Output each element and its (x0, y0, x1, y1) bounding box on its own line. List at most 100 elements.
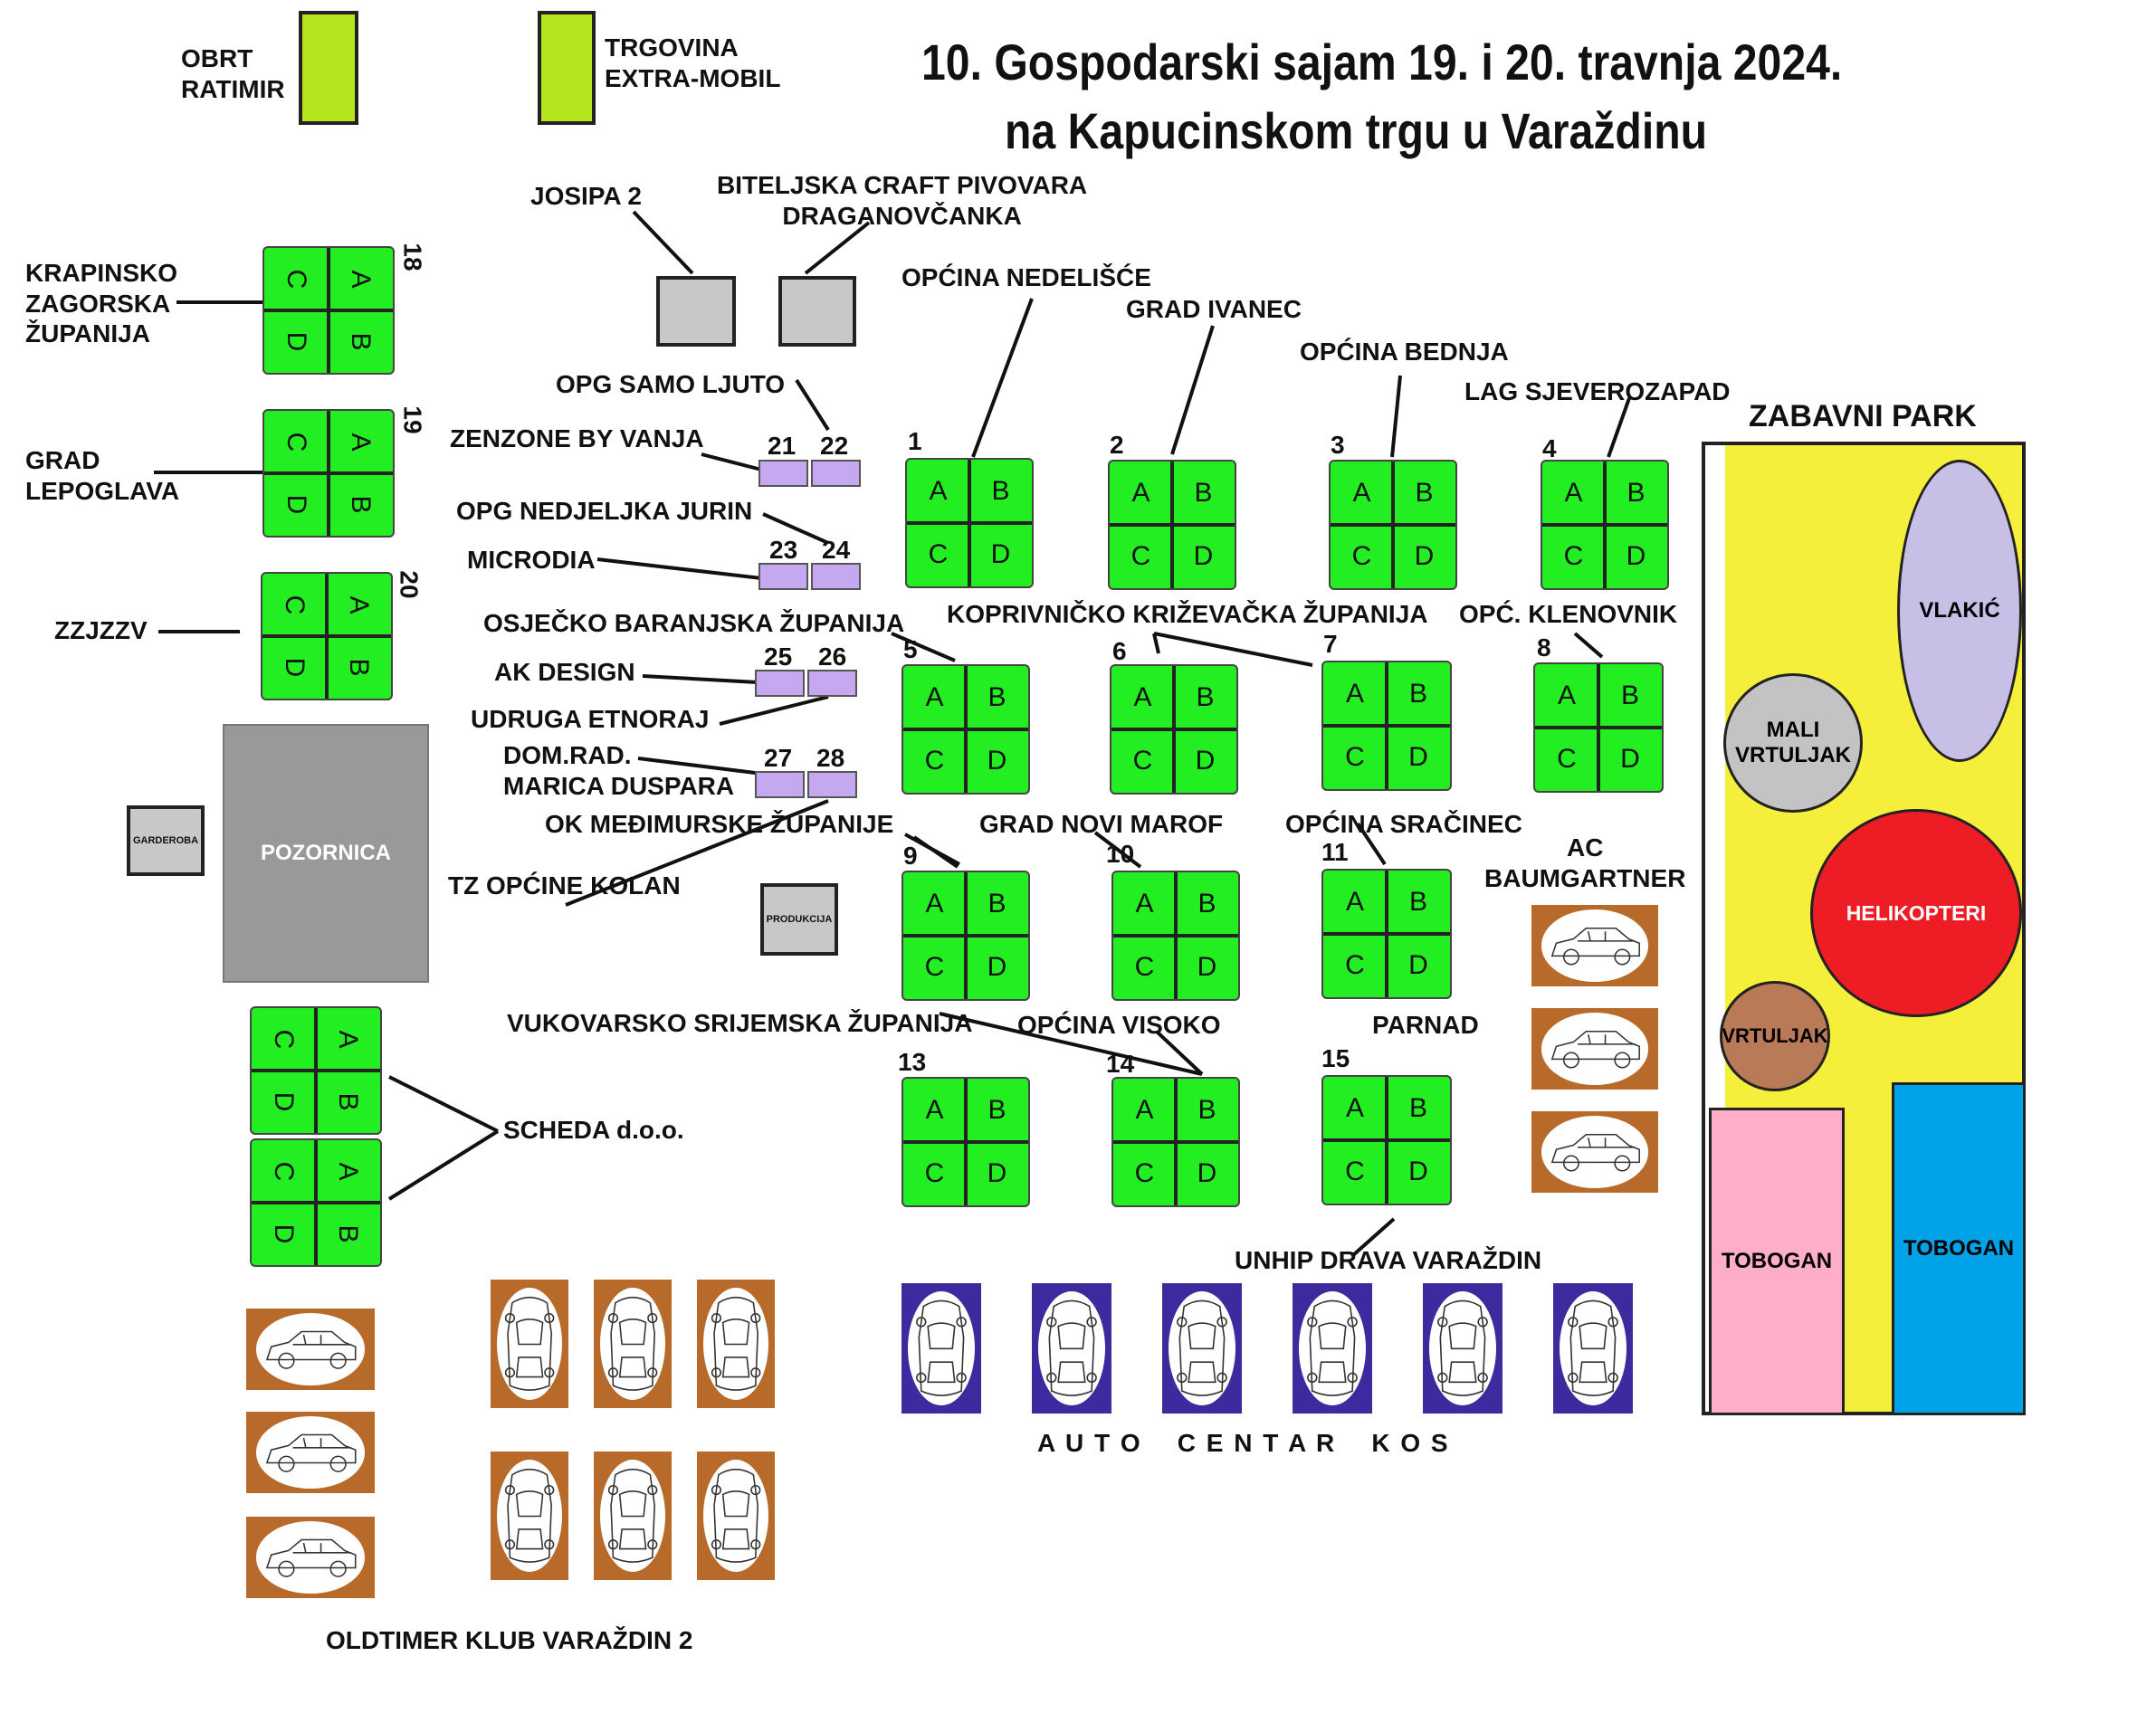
stand-1-number: 1 (908, 427, 922, 455)
label-josipa: JOSIPA 2 (530, 182, 642, 210)
stand-7-number: 7 (1323, 630, 1338, 658)
label-ivanec: GRAD IVANEC (1126, 295, 1302, 323)
small-stand-21[interactable] (758, 460, 808, 487)
mali-vrtuljak: MALI VRTULJAK (1723, 673, 1863, 813)
small-stand-28[interactable] (807, 771, 857, 798)
label-duspara: DOM.RAD. MARICA DUSPARA (503, 741, 735, 800)
label-lag: LAG SJEVEROZAPAD (1464, 377, 1731, 405)
small-stand-22[interactable] (811, 460, 861, 487)
car-oldtimer-4 (491, 1452, 568, 1580)
booth-obrt-ratimir-label: OBRT RATIMIR (181, 44, 285, 103)
stand-5-number: 5 (903, 635, 918, 663)
stand-4-number: 4 (1542, 434, 1557, 462)
car-oldtimer-5 (594, 1452, 672, 1580)
vlakic: VLAKIĆ (1897, 460, 2022, 762)
car-oldtimer-side-1 (246, 1309, 375, 1390)
label-pivovara: BITELJSKA CRAFT PIVOVARA DRAGANOVČANKA (717, 171, 1088, 230)
stand-6-number: 6 (1112, 637, 1127, 665)
label-ak-design: AK DESIGN (494, 658, 635, 686)
label-parnad: PARNAD (1372, 1011, 1479, 1039)
small-stand-26[interactable] (807, 670, 857, 697)
label-kkz: KOPRIVNIČKO KRIŽEVAČKA ŽUPANIJA (947, 600, 1428, 628)
pozornica: POZORNICA (223, 724, 429, 983)
label-zenzone: ZENZONE BY VANJA (450, 424, 704, 452)
label-visoko: OPĆINA VISOKO (1017, 1011, 1221, 1039)
label-klenovnik: OPĆ. KLENOVNIK (1459, 600, 1678, 628)
car-oldtimer-6 (697, 1452, 775, 1580)
booth-extra-mobil-label: TRGOVINA EXTRA-MOBIL (605, 33, 781, 92)
car-oldtimer-side-2 (246, 1412, 375, 1493)
label-unhip: UNHIP DRAVA VARAŽDIN (1235, 1246, 1542, 1274)
tobogan-pink-label: TOBOGAN (1721, 1249, 1833, 1273)
small-stand-25-number: 25 (764, 643, 793, 671)
label-kzz: KRAPINSKO ZAGORSKA ŽUPANIJA (25, 259, 178, 348)
produkcija: PRODUKCIJA (760, 883, 838, 956)
small-stand-21-number: 21 (768, 432, 797, 460)
car-oldtimer-1 (491, 1280, 568, 1408)
label-lepoglava: GRAD LEPOGLAVA (25, 446, 180, 505)
car-kos-4 (1293, 1283, 1372, 1414)
vrtuljak-label: VRTULJAK (1722, 1024, 1828, 1047)
small-stand-24[interactable] (811, 563, 861, 590)
label-novi-marof: GRAD NOVI MAROF (979, 810, 1224, 838)
small-stand-25[interactable] (755, 670, 805, 697)
small-stand-23-number: 23 (769, 536, 798, 564)
booth-pivovara (778, 276, 856, 347)
label-auto-centar-kos: A U T O C E N T A R K O S (1037, 1429, 1450, 1457)
car-kos-1 (902, 1283, 981, 1414)
mali-vrtuljak-label: MALI VRTULJAK (1734, 718, 1851, 767)
stand-9-number: 9 (903, 842, 918, 870)
small-stand-24-number: 24 (822, 536, 851, 564)
tobogan-blue-label: TOBOGAN (1903, 1236, 2015, 1261)
stand-15-number: 15 (1321, 1044, 1350, 1072)
small-stand-22-number: 22 (820, 432, 849, 460)
stand-20-number: 20 (395, 570, 424, 599)
park-title: ZABAVNI PARK (1749, 399, 1977, 433)
car-ac-baumgartner-2 (1531, 1008, 1658, 1090)
car-ac-baumgartner-3 (1531, 1111, 1658, 1193)
booth-josipa (656, 276, 736, 347)
label-ac-baumgartner: AC BAUMGARTNER (1484, 833, 1686, 892)
stand-10-number: 10 (1106, 840, 1135, 868)
vrtuljak: VRTULJAK (1720, 981, 1830, 1091)
tobogan-pink: TOBOGAN (1709, 1108, 1845, 1415)
vlakic-label: VLAKIĆ (1919, 598, 2000, 623)
label-zzjzzv: ZZJZZV (54, 616, 148, 644)
stand-8-number: 8 (1537, 633, 1551, 662)
car-oldtimer-2 (594, 1280, 672, 1408)
label-vsz: VUKOVARSKO SRIJEMSKA ŽUPANIJA (507, 1009, 973, 1037)
small-stand-23[interactable] (758, 563, 808, 590)
label-microdia: MICRODIA (467, 546, 596, 574)
small-stand-27-number: 27 (764, 744, 793, 772)
stand-13-number: 13 (898, 1048, 927, 1076)
car-kos-2 (1032, 1283, 1111, 1414)
label-samo-ljuto: OPG SAMO LJUTO (556, 370, 786, 398)
helikopteri-label: HELIKOPTERI (1846, 900, 1987, 925)
label-kolan: TZ OPĆINE KOLAN (448, 871, 681, 900)
stand-19-number: 19 (398, 405, 427, 434)
helikopteri: HELIKOPTERI (1810, 809, 2022, 1017)
small-stand-27[interactable] (755, 771, 805, 798)
label-nedelisce: OPĆINA NEDELIŠĆE (902, 263, 1151, 291)
label-bednja: OPĆINA BEDNJA (1300, 338, 1509, 366)
